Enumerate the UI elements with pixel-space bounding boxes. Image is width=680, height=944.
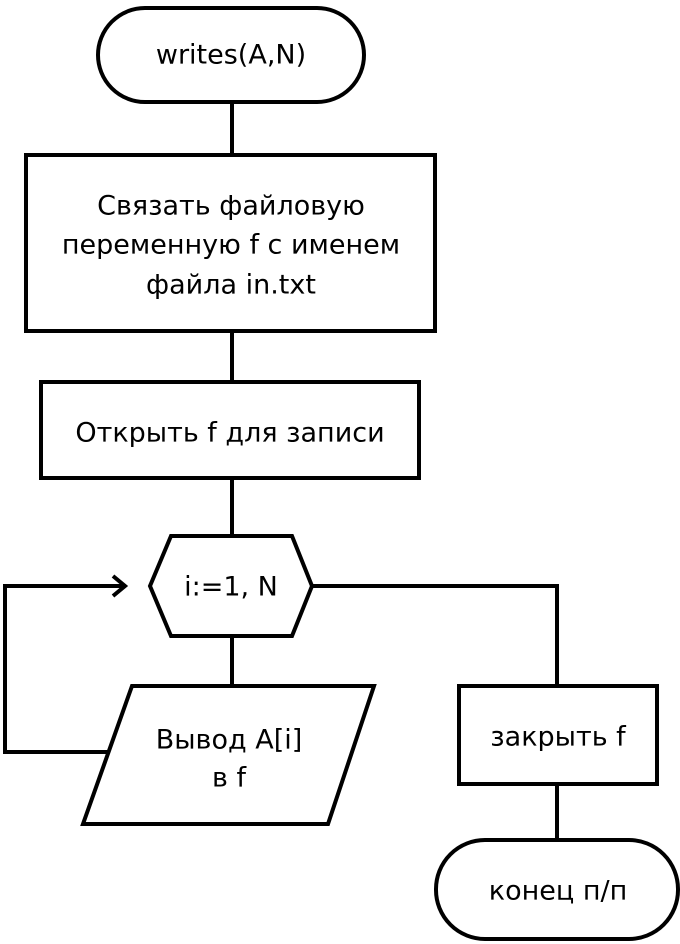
connector-loop-exit-to-close bbox=[312, 584, 559, 686]
loop-header: i:=1, N bbox=[147, 534, 315, 638]
output-label-line-1: Вывод A[i] bbox=[156, 725, 303, 756]
connectors bbox=[3, 102, 559, 840]
loop-back-arrowhead bbox=[111, 574, 129, 598]
start-terminator-shape bbox=[96, 6, 366, 104]
bind-file-label-line-1: Связать файловую bbox=[97, 191, 365, 222]
end-terminator-shape bbox=[434, 838, 680, 941]
open-file-process: Открыть f для записи bbox=[39, 380, 421, 480]
open-file-process-shape bbox=[39, 380, 421, 480]
bind-file-label-line-2: переменную f с именем bbox=[62, 230, 400, 261]
bind-file-process: Связать файловую переменную f с именем ф… bbox=[24, 153, 437, 333]
start-terminator: writes(A,N) bbox=[96, 6, 366, 104]
output-parallelogram-shape bbox=[80, 684, 377, 826]
connector-loop-back bbox=[3, 584, 125, 754]
start-label: writes(A,N) bbox=[156, 40, 306, 71]
close-file-process-shape bbox=[457, 684, 659, 786]
output-label-line-2: в f bbox=[212, 763, 247, 794]
bind-file-process-shape bbox=[24, 153, 437, 333]
open-file-label: Открыть f для записи bbox=[75, 418, 384, 449]
end-terminator: конец п/п bbox=[434, 838, 680, 941]
bind-file-label-line-3: файла in.txt bbox=[146, 270, 316, 301]
close-file-label: закрыть f bbox=[490, 722, 627, 753]
loop-label: i:=1, N bbox=[184, 572, 278, 603]
close-file-process: закрыть f bbox=[457, 684, 659, 786]
loop-hexagon-shape bbox=[147, 534, 315, 638]
end-label: конец п/п bbox=[489, 876, 627, 907]
output-io: Вывод A[i] в f bbox=[80, 684, 377, 826]
